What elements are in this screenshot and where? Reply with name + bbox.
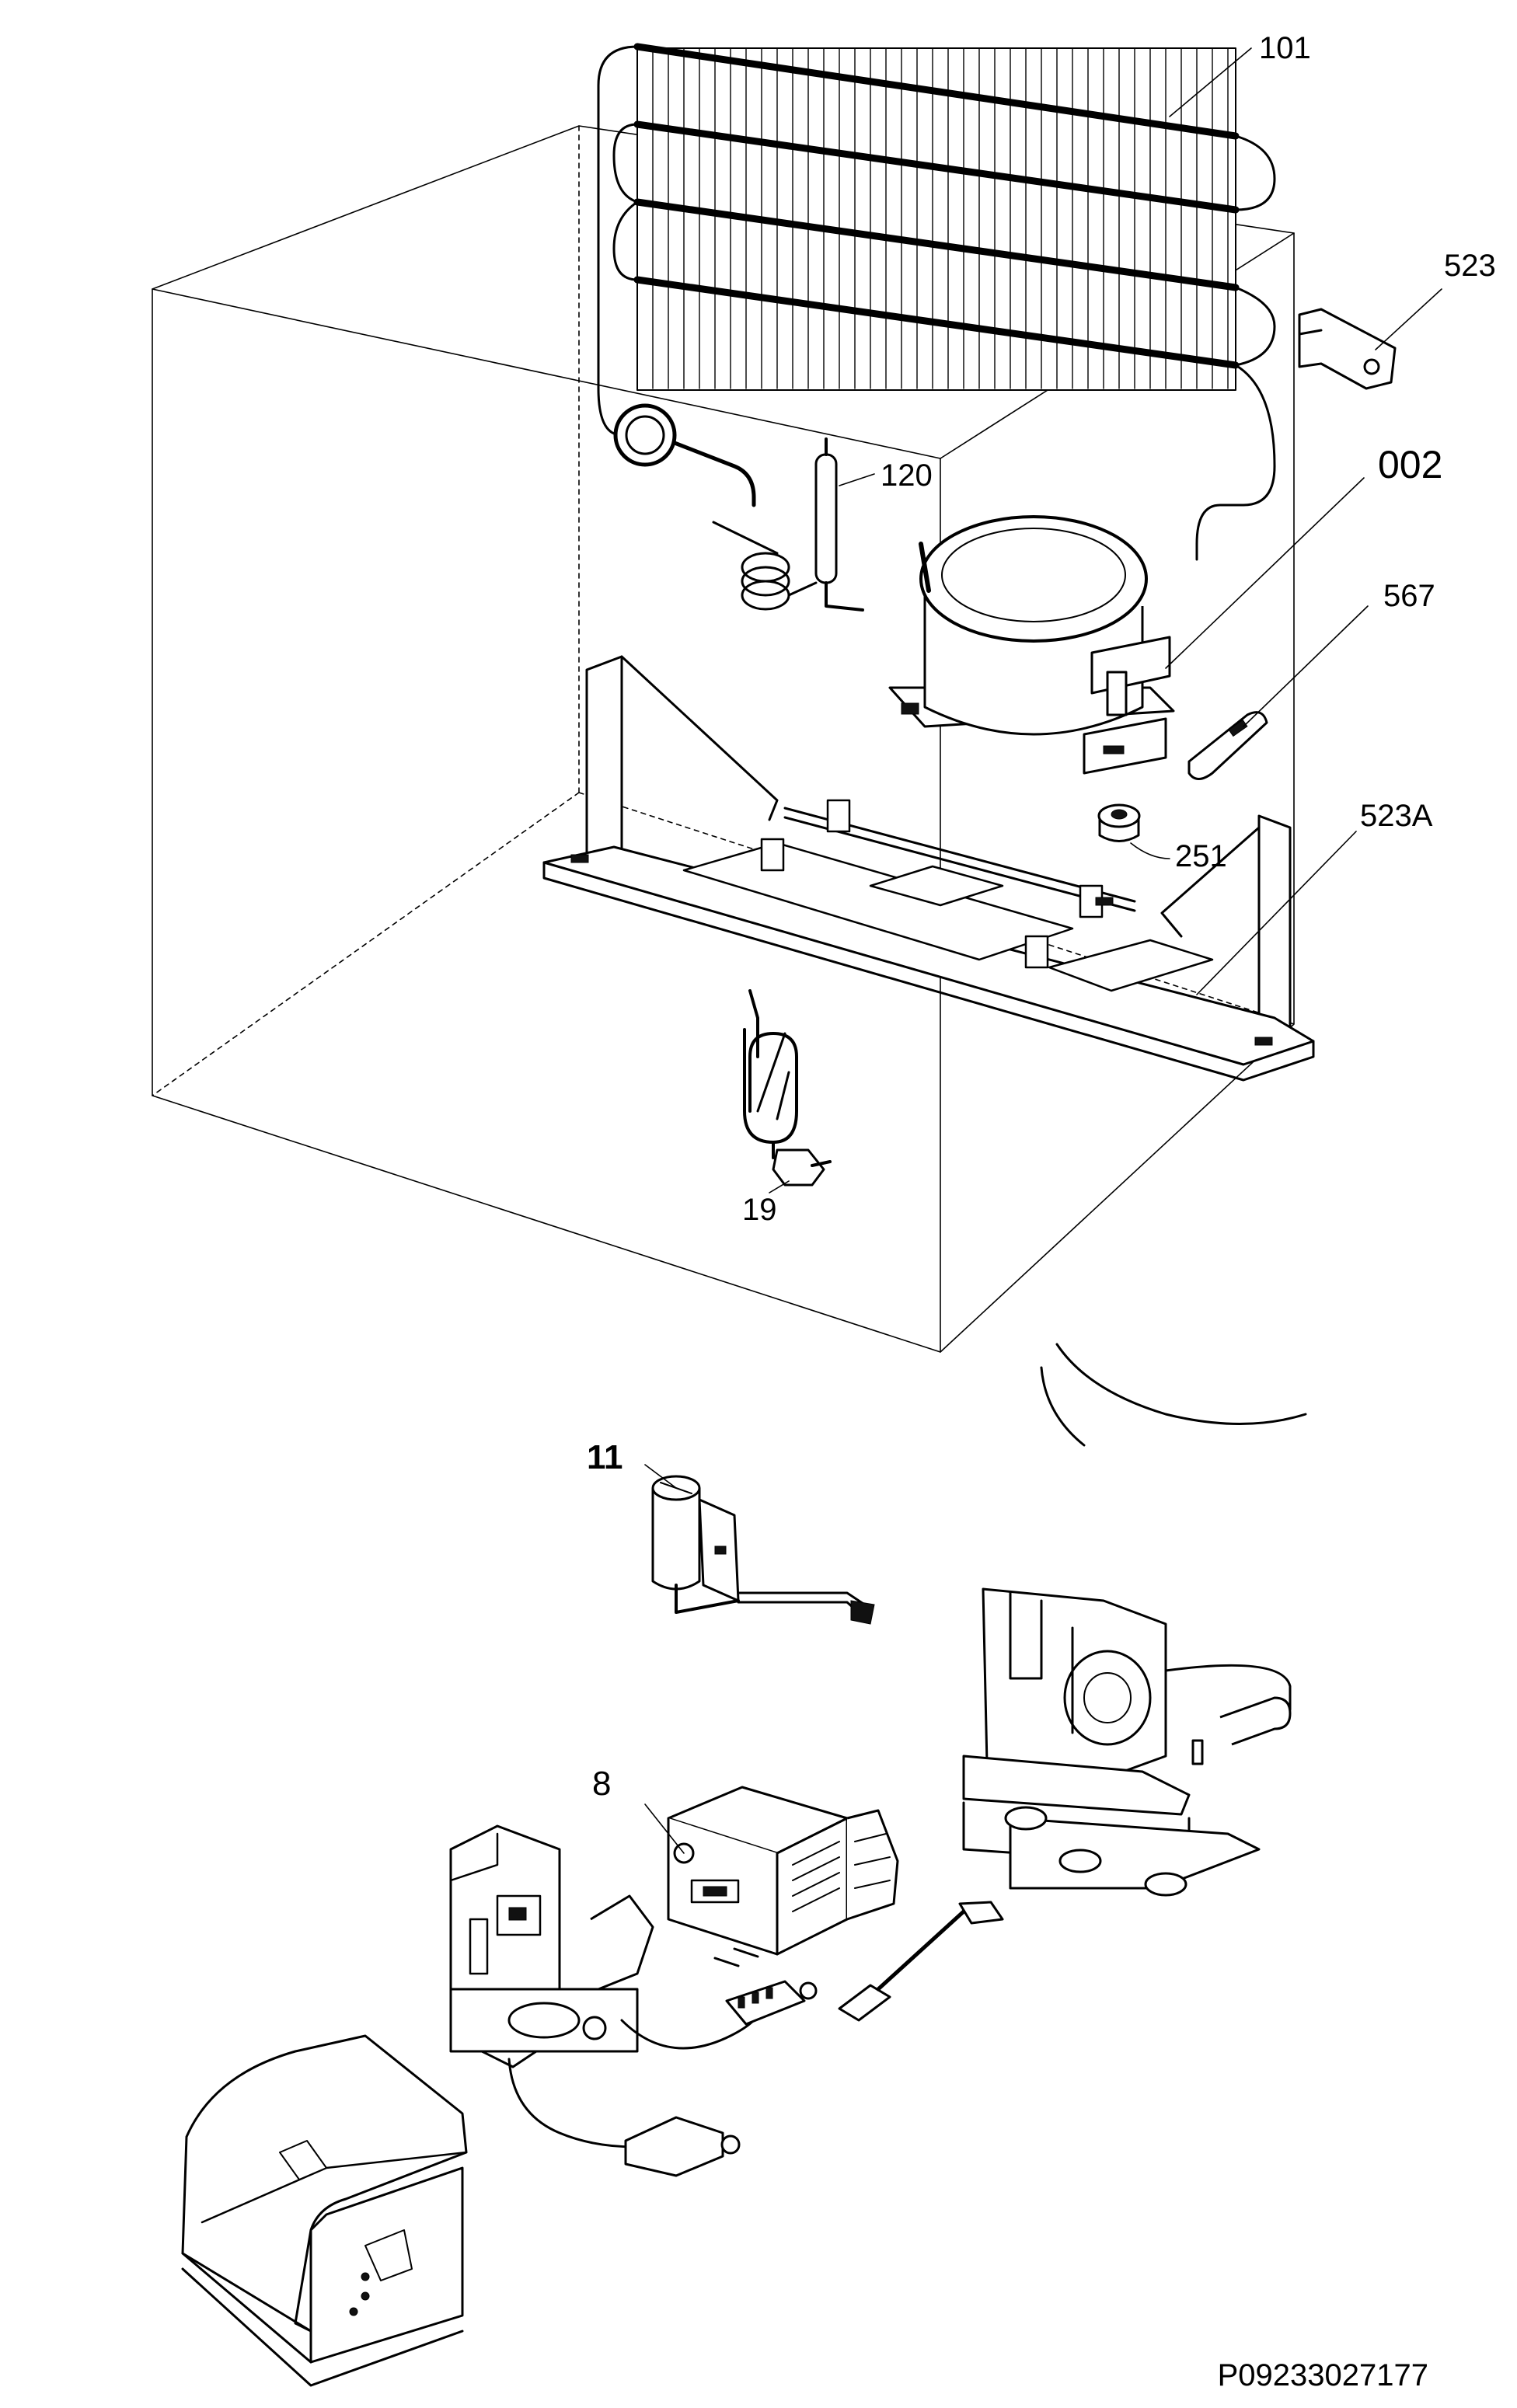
leader-101 (1169, 47, 1252, 117)
compressor-terminal-bracket (962, 1343, 1307, 1897)
power-cord-19 (743, 989, 832, 1187)
leader-11 (644, 1464, 677, 1489)
label-523A: 523A (1360, 799, 1433, 833)
label-002: 002 (1378, 443, 1442, 486)
label-523: 523 (1444, 249, 1496, 283)
leader-8 (644, 1803, 685, 1854)
leader-19 (769, 1180, 790, 1194)
drawing-code: P09233027177 (1218, 2358, 1428, 2392)
leader-120 (839, 473, 875, 486)
filter-drier-120 (712, 437, 864, 612)
label-120: 120 (881, 458, 933, 493)
label-101: 101 (1259, 31, 1311, 65)
compressor-002 (888, 515, 1175, 775)
terminal-cover (181, 2034, 468, 2387)
label-567: 567 (1383, 579, 1435, 613)
overload-assembly (449, 1824, 1004, 2177)
grommet-251 (1097, 803, 1141, 842)
leader-523A (1196, 831, 1357, 995)
base-frame-523A (542, 655, 1315, 1082)
leader-523 (1375, 288, 1442, 350)
condenser (597, 43, 1276, 561)
relay-8 (667, 1786, 899, 1967)
label-11: 11 (587, 1438, 623, 1476)
bracket-567 (1187, 711, 1268, 780)
label-19: 19 (742, 1193, 777, 1227)
label-8: 8 (592, 1765, 611, 1803)
leader-567 (1243, 605, 1369, 727)
leader-251 (1130, 842, 1170, 859)
bracket-523 (1298, 308, 1397, 390)
starting-device-11 (651, 1475, 875, 1625)
label-251: 251 (1175, 839, 1227, 873)
leader-002 (1165, 477, 1365, 669)
